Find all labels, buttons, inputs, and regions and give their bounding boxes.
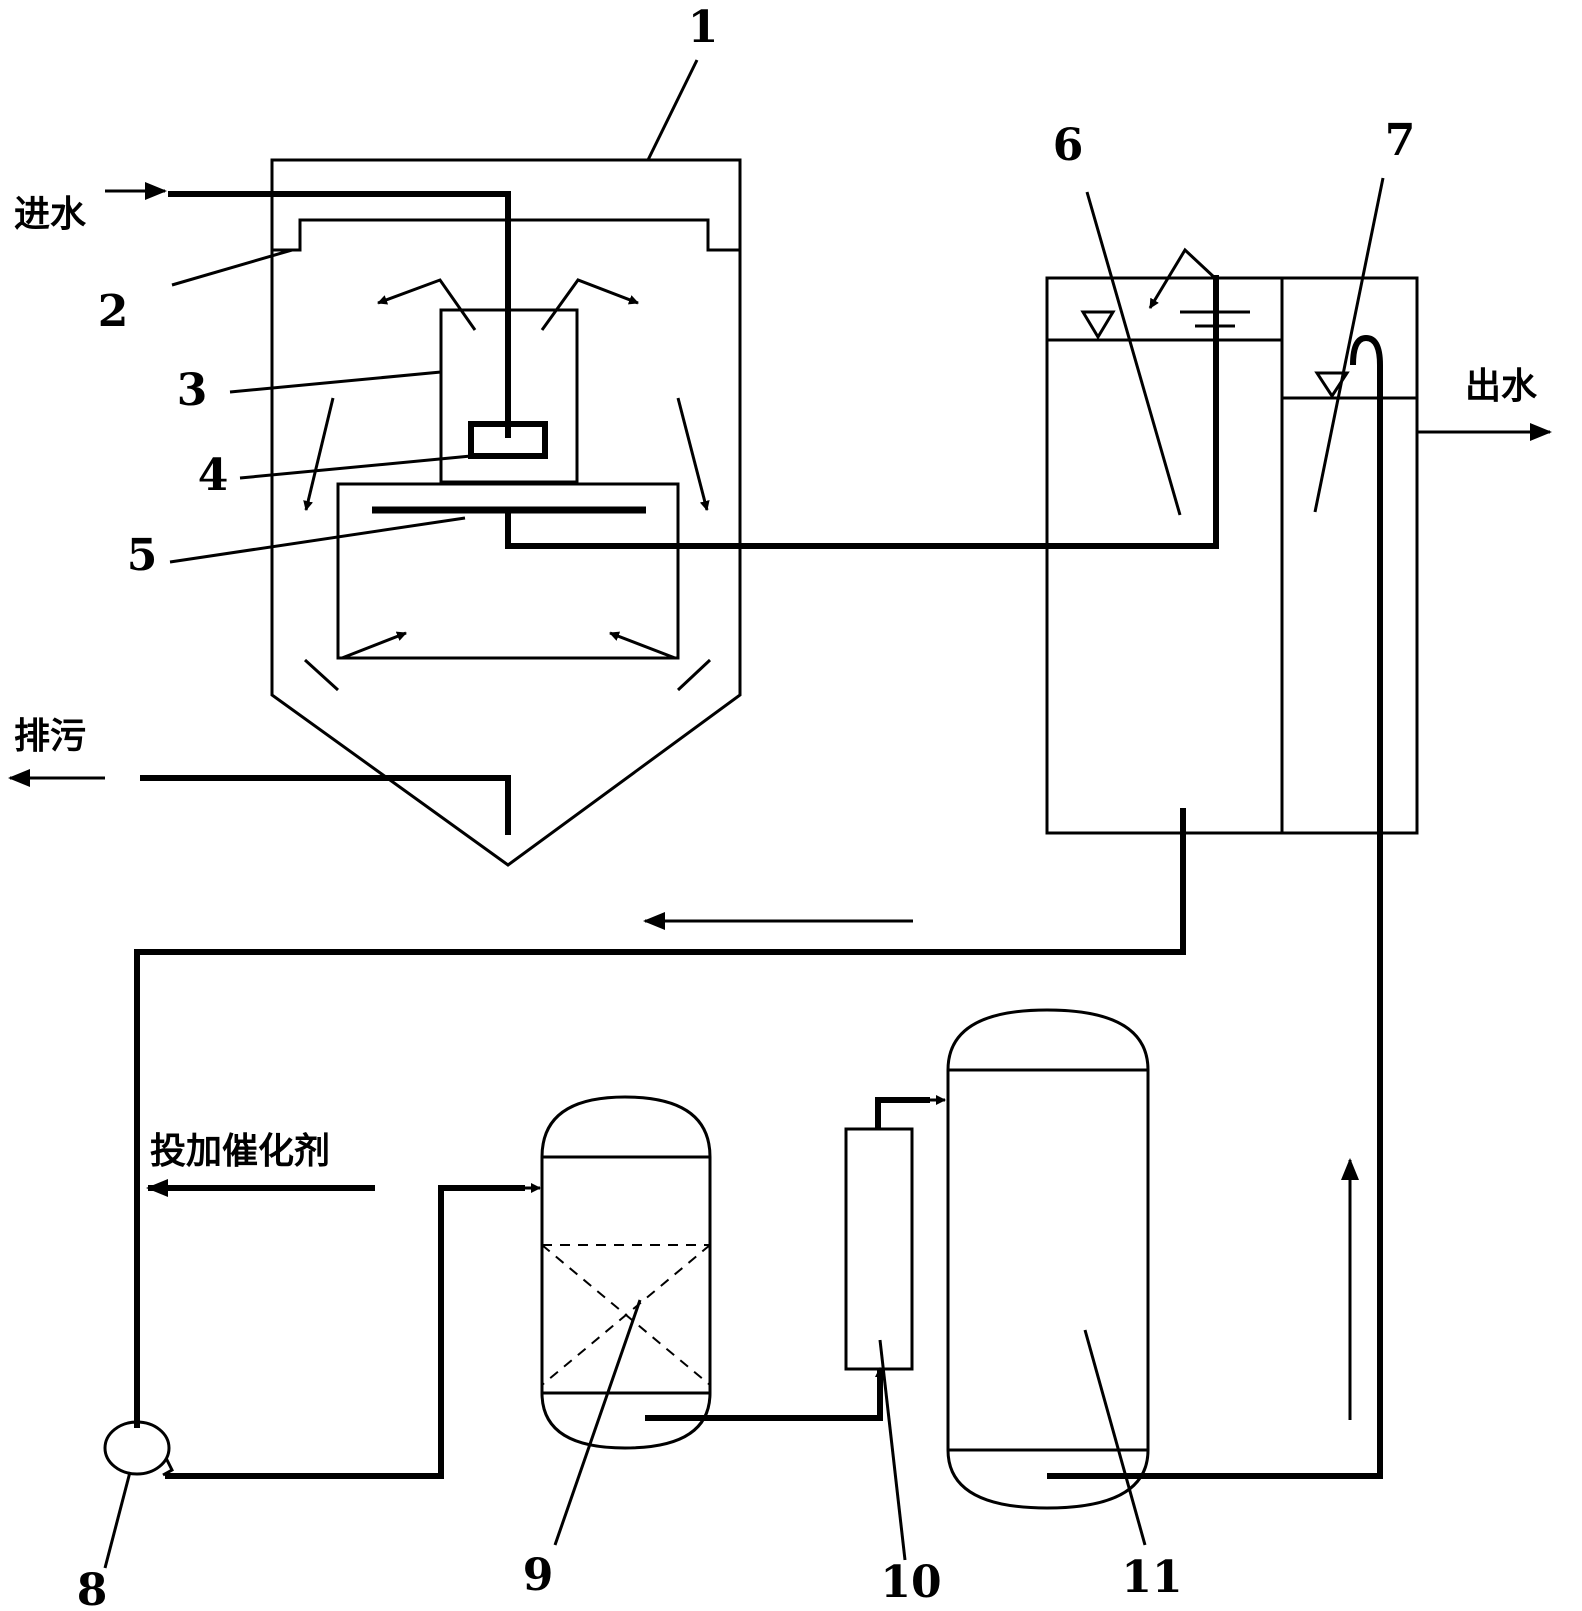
- column-to-filter-pipe: [645, 1367, 885, 1421]
- label-9: 9: [523, 1550, 554, 1601]
- label-7: 7: [1385, 115, 1416, 166]
- catalyst-label: 投加催化剂: [150, 1131, 330, 1172]
- settling-tank: [1045, 247, 1419, 835]
- reactor-tank: [270, 158, 742, 867]
- return-pipe: [1047, 334, 1383, 1479]
- outlet-label: 出水: [1465, 366, 1538, 407]
- inlet-pipe: [105, 182, 511, 438]
- label-8: 8: [77, 1565, 108, 1611]
- storage-tank: [946, 1008, 1150, 1510]
- packed-column: [540, 1095, 712, 1450]
- label-10: 10: [880, 1557, 941, 1608]
- recycle-pipe: [134, 808, 1186, 1428]
- label-2: 2: [98, 286, 129, 337]
- leader-lines: [103, 59, 1385, 1569]
- reactor-to-settler-pipe: [505, 275, 1219, 549]
- pump: [103, 1420, 174, 1477]
- label-11: 11: [1121, 1552, 1182, 1603]
- reactor-flow-arrows: [303, 278, 710, 660]
- label-4: 4: [198, 450, 229, 501]
- label-3: 3: [177, 365, 208, 416]
- sludge-discharge-pipe: [8, 769, 511, 835]
- filter-to-tank-pipe: [875, 1095, 946, 1129]
- label-1: 1: [688, 2, 719, 53]
- inlet-label: 进水: [14, 194, 87, 235]
- pump-to-column-pipe: [165, 1183, 541, 1479]
- label-5: 5: [127, 530, 158, 581]
- sludge-label: 排污: [14, 716, 86, 757]
- filter-unit: [844, 1127, 914, 1371]
- label-6: 6: [1053, 120, 1084, 171]
